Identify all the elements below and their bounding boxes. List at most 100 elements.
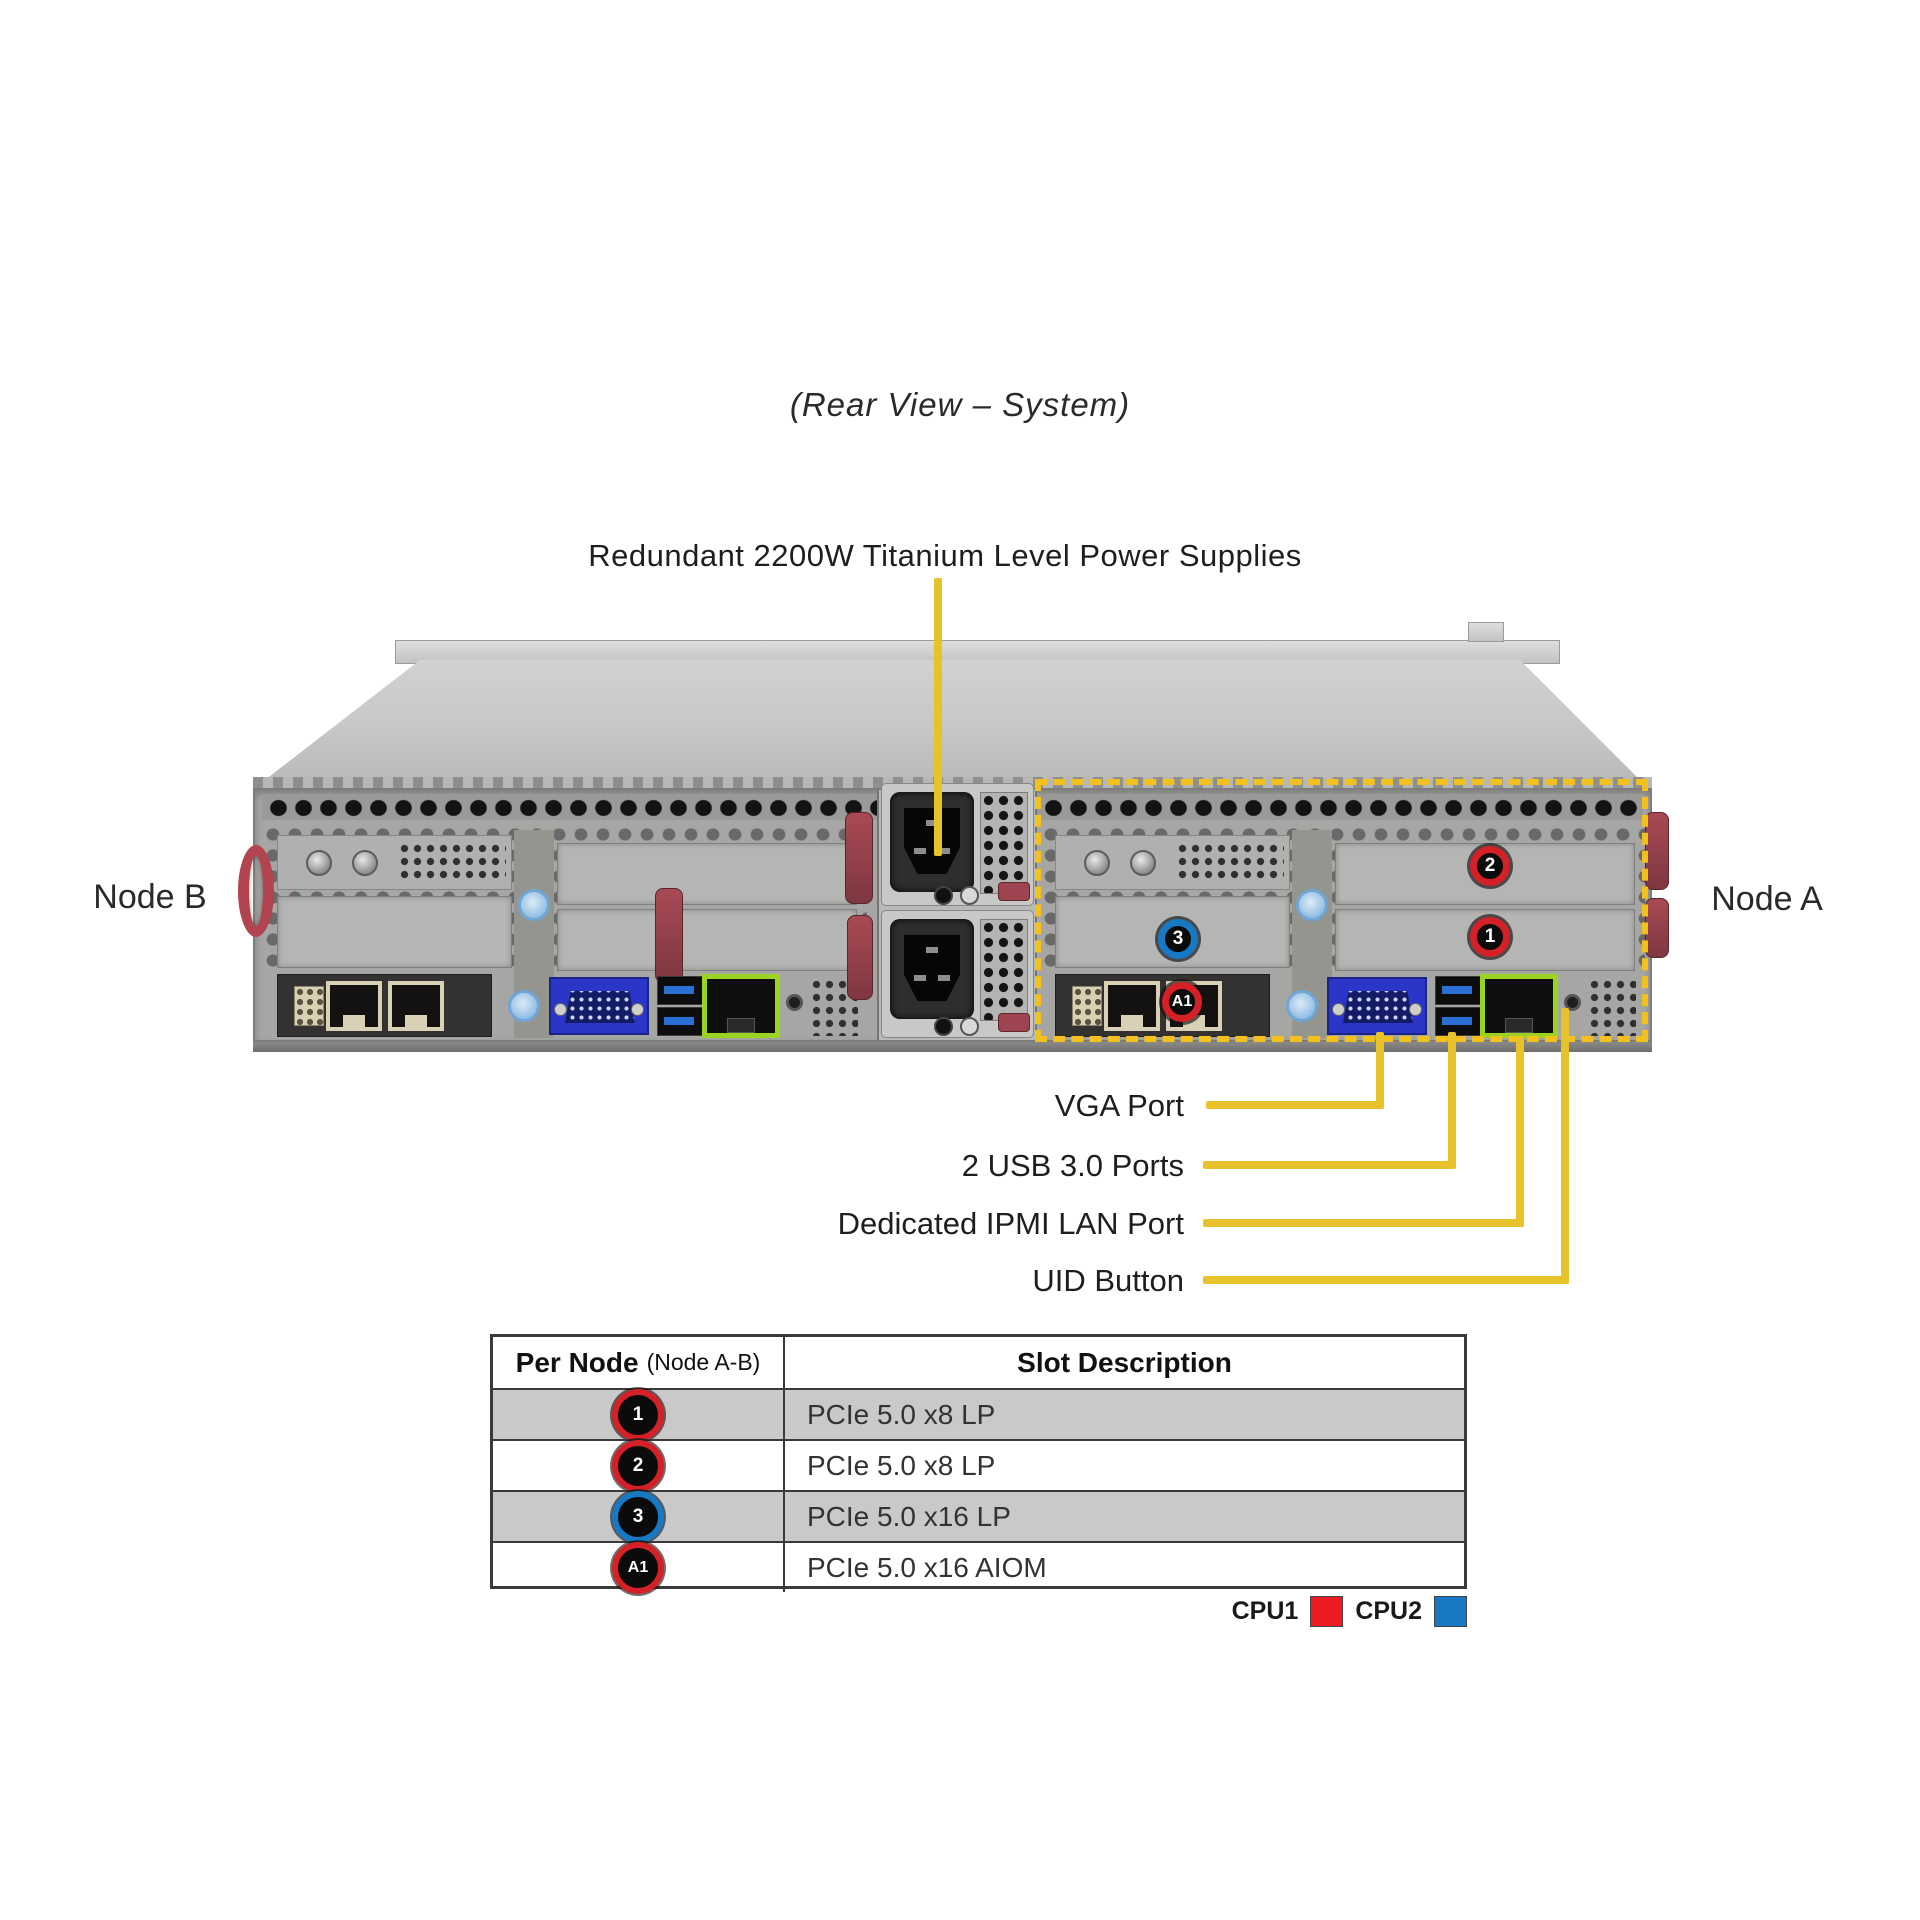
slot2-badge: 2	[1470, 846, 1510, 886]
node-b-pcie-slot-lower	[557, 909, 857, 971]
vga-connector	[565, 991, 635, 1023]
psu-vent-grid	[980, 919, 1028, 1021]
per-node-title: Per Node	[515, 1346, 639, 1378]
pin-block	[294, 986, 324, 1026]
thumbscrew-icon	[1286, 990, 1318, 1022]
psu-module-top	[881, 783, 1034, 906]
slot-table: Per Node (Node A-B) Slot Description 1 P…	[490, 1334, 1467, 1594]
psu-callout-line	[934, 578, 942, 856]
node-a-label: Node A	[1711, 880, 1823, 918]
psu-led-icon	[934, 886, 953, 905]
node-b-pcie-slot-upper	[557, 843, 857, 905]
usb-callout-line	[1448, 1032, 1456, 1169]
psu-clip	[998, 1013, 1030, 1032]
c14-inlet-icon	[904, 808, 960, 874]
lan-port	[388, 981, 444, 1031]
psu-callout-label: Redundant 2200W Titanium Level Power Sup…	[588, 538, 1302, 573]
thumbscrew-icon	[518, 889, 550, 921]
per-node-note: (Node A-B)	[646, 1349, 761, 1375]
psu-vent-grid	[980, 792, 1028, 894]
vga-callout-line	[1376, 1032, 1384, 1109]
node-a-bracket-plate	[1055, 835, 1290, 890]
thumbscrew-icon	[508, 990, 540, 1022]
uid-callout-line	[1561, 1008, 1569, 1284]
node-b-release-latch	[655, 888, 683, 983]
table-row: 3	[493, 1490, 783, 1543]
thumbscrew-icon	[1296, 889, 1328, 921]
cpu2-legend-label: CPU2	[1355, 1597, 1422, 1625]
screw-icon	[306, 850, 332, 876]
node-a-lan-block	[1055, 974, 1270, 1037]
node-b-usb-ports	[657, 976, 703, 1036]
vga-port-label: VGA Port	[1054, 1088, 1184, 1123]
psu-latch	[845, 812, 873, 904]
node-a-uid-button	[1564, 994, 1581, 1011]
vga-screw-icon	[631, 1003, 644, 1016]
table-row-description: PCIe 5.0 x8 LP	[783, 1388, 1464, 1439]
uid-callout-line	[1203, 1276, 1569, 1284]
node-b-uid-button	[786, 994, 803, 1011]
lan-port	[1104, 981, 1160, 1031]
ipmi-callout-line	[1516, 1036, 1524, 1227]
node-b-pcie-x16-slot	[277, 896, 512, 968]
row3-badge: 3	[612, 1490, 664, 1543]
row4-badge: A1	[612, 1541, 664, 1594]
vent-grid	[1588, 978, 1636, 1036]
table-header-slot-description: Slot Description	[783, 1337, 1464, 1388]
screw-icon	[352, 850, 378, 876]
cpu1-legend-label: CPU1	[1231, 1597, 1299, 1625]
vent-grid	[398, 842, 506, 884]
ac-inlet-recess	[890, 919, 974, 1019]
psu-led-icon	[960, 886, 979, 905]
vent-grid	[1176, 842, 1284, 884]
table-row-description: PCIe 5.0 x16 LP	[783, 1490, 1464, 1541]
node-a-highlight-outline	[1035, 779, 1648, 1042]
cpu1-color-swatch	[1310, 1596, 1344, 1627]
vga-screw-icon	[1409, 1003, 1422, 1016]
screw-icon	[1130, 850, 1156, 876]
cpu-legend: CPU1 CPU2	[1100, 1596, 1467, 1627]
node-a-release-latch	[1645, 898, 1669, 958]
node-b-ipmi-lan-port	[702, 974, 780, 1038]
usb-callout-line	[1203, 1161, 1456, 1169]
table-row-description: PCIe 5.0 x16 AIOM	[783, 1541, 1464, 1592]
ipmi-lan-label: Dedicated IPMI LAN Port	[837, 1206, 1184, 1241]
node-b-handle-ring	[238, 845, 274, 937]
figure-title: (Rear View – System)	[789, 386, 1131, 423]
lan-port	[326, 981, 382, 1031]
vga-callout-line	[1206, 1101, 1384, 1109]
slot3-badge: 3	[1158, 919, 1198, 959]
row1-badge: 1	[612, 1388, 664, 1441]
psu-led-icon	[960, 1017, 979, 1036]
psu-module-bottom	[881, 910, 1034, 1038]
ipmi-callout-line	[1203, 1219, 1524, 1227]
psu-led-icon	[934, 1017, 953, 1036]
chassis-base	[253, 1042, 1652, 1052]
vga-screw-icon	[1332, 1003, 1345, 1016]
table-row: 1	[493, 1388, 783, 1441]
table-row: A1	[493, 1541, 783, 1594]
vga-connector	[1343, 991, 1413, 1023]
screw-icon	[1084, 850, 1110, 876]
node-b-vga-port	[549, 977, 649, 1035]
usb-port	[657, 1007, 703, 1036]
uid-button-label: UID Button	[1032, 1263, 1184, 1298]
rack-ear-bracket	[1468, 622, 1504, 642]
vga-screw-icon	[554, 1003, 567, 1016]
node-b-bracket-plate	[277, 835, 512, 890]
psu-latch	[847, 915, 873, 1000]
table-row: 2	[493, 1439, 783, 1492]
table-row-description: PCIe 5.0 x8 LP	[783, 1439, 1464, 1490]
node-a-release-latch	[1645, 812, 1669, 890]
cpu2-color-swatch	[1434, 1596, 1467, 1627]
pin-block	[1072, 986, 1102, 1026]
c14-inlet-icon	[904, 935, 960, 1001]
row2-badge: 2	[612, 1439, 664, 1492]
chassis-top-lid	[252, 660, 1650, 790]
table-header-per-node: Per Node (Node A-B)	[493, 1337, 783, 1388]
slot1-badge: 1	[1470, 917, 1510, 957]
node-b-label: Node B	[93, 878, 207, 916]
usb-port	[1435, 1007, 1481, 1036]
aiom-badge: A1	[1162, 982, 1202, 1022]
